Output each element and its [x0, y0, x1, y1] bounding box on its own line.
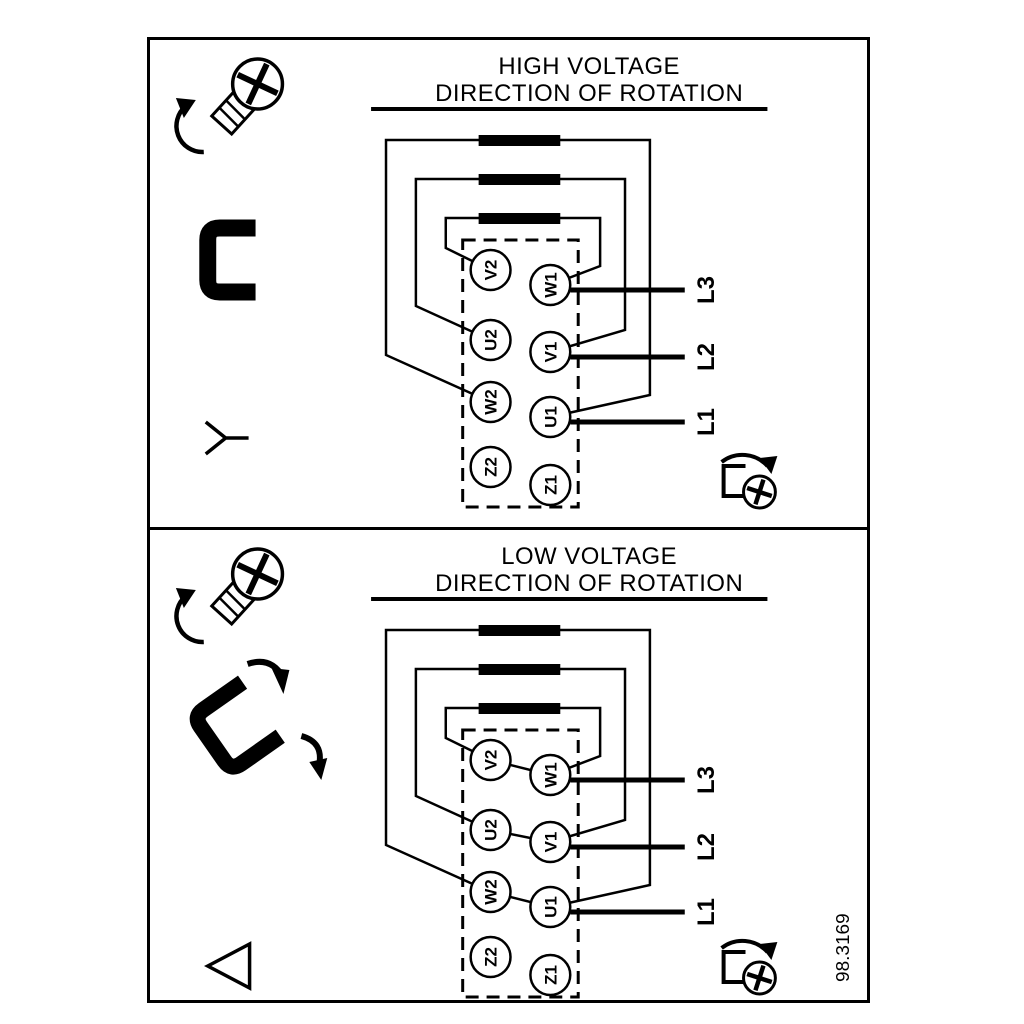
- title-underline: [371, 597, 768, 601]
- terminal-label: Z2: [482, 457, 501, 477]
- terminal-w2: W2: [469, 380, 512, 424]
- terminal-box: [461, 728, 580, 999]
- screw-rotation-icon: [174, 547, 285, 645]
- terminal-v1: V1: [529, 330, 572, 374]
- terminal-box: [461, 238, 580, 509]
- high-voltage-panel: HIGH VOLTAGE DIRECTION OF ROTATION L3: [150, 40, 867, 527]
- winding-wire: [414, 177, 627, 354]
- terminal-u1: U1: [529, 395, 572, 439]
- terminal-z2: Z2: [469, 935, 512, 979]
- supply-line-l3: L3: [570, 766, 720, 794]
- low-voltage-diagram: LOW VOLTAGE DIRECTION OF ROTATION: [174, 543, 854, 999]
- screw-rotation-icon: [174, 57, 285, 155]
- terminal-label: Z1: [541, 475, 560, 495]
- terminal-label: U1: [541, 896, 560, 918]
- terminal-z2: Z2: [469, 445, 512, 489]
- supply-line-l2: L2: [570, 833, 720, 861]
- terminal-u2: U2: [469, 318, 512, 362]
- supply-line-l1: L1: [570, 898, 720, 926]
- winding-bar: [478, 703, 561, 714]
- title-underline: [371, 107, 768, 111]
- terminal-u1: U1: [529, 885, 572, 929]
- panel-title: HIGH VOLTAGE: [498, 53, 680, 80]
- terminal-label: Z2: [482, 947, 501, 967]
- panel-subtitle: DIRECTION OF ROTATION: [435, 570, 743, 597]
- supply-line-l1: L1: [570, 408, 720, 436]
- delta-symbol: [204, 941, 252, 991]
- winding-bar: [478, 664, 561, 675]
- supply-line-label: L3: [693, 276, 720, 304]
- terminal-label: U1: [541, 406, 560, 428]
- terminal-label: V1: [541, 832, 560, 853]
- terminal-z1: Z1: [529, 953, 572, 997]
- terminal-w1: W1: [529, 263, 572, 307]
- terminal-label: W2: [482, 879, 501, 904]
- winding-bar: [478, 135, 561, 146]
- winding-bars: [478, 135, 561, 224]
- terminal-label: W1: [541, 272, 560, 297]
- terminal-w1: W1: [529, 753, 572, 797]
- delta-jumper-icons: [189, 658, 328, 780]
- terminal-v1: V1: [529, 820, 572, 864]
- terminal-label: W2: [482, 389, 501, 414]
- drawing-number: 98.3169: [833, 913, 854, 982]
- terminal-label: V1: [541, 342, 560, 363]
- winding-bar: [478, 625, 561, 636]
- terminal-label: V2: [482, 260, 501, 281]
- supply-line-label: L3: [693, 766, 720, 794]
- supply-line-l2: L2: [570, 343, 720, 371]
- rotation-direction-icon: [720, 452, 778, 510]
- terminal-label: U2: [482, 819, 501, 841]
- terminal-label: Z1: [541, 965, 560, 985]
- high-voltage-diagram: HIGH VOLTAGE DIRECTION OF ROTATION L3: [174, 53, 778, 510]
- wiring-diagram-sheet: HIGH VOLTAGE DIRECTION OF ROTATION L3: [147, 37, 870, 1003]
- terminal-v2: V2: [469, 738, 512, 782]
- star-jumper-bracket-icon: [199, 219, 256, 301]
- supply-line-label: L2: [693, 343, 720, 371]
- terminal-label: V2: [482, 750, 501, 771]
- terminal-u2: U2: [469, 808, 512, 852]
- winding-bar: [478, 213, 561, 224]
- star-symbol: [204, 420, 249, 456]
- winding-wire: [414, 667, 627, 844]
- low-voltage-panel: LOW VOLTAGE DIRECTION OF ROTATION: [150, 527, 867, 1000]
- panel-subtitle: DIRECTION OF ROTATION: [435, 80, 743, 107]
- terminal-w2: W2: [469, 870, 512, 914]
- terminal-label: U2: [482, 329, 501, 351]
- supply-line-label: L1: [693, 408, 720, 436]
- terminal-z1: Z1: [529, 463, 572, 507]
- supply-line-label: L2: [693, 833, 720, 861]
- rotation-direction-icon: [720, 938, 778, 996]
- terminal-v2: V2: [469, 248, 512, 292]
- supply-line-label: L1: [693, 898, 720, 926]
- terminal-label: W1: [541, 762, 560, 787]
- winding-bar: [478, 174, 561, 185]
- supply-line-l3: L3: [570, 276, 720, 304]
- winding-bars: [478, 625, 561, 714]
- panel-title: LOW VOLTAGE: [501, 543, 677, 570]
